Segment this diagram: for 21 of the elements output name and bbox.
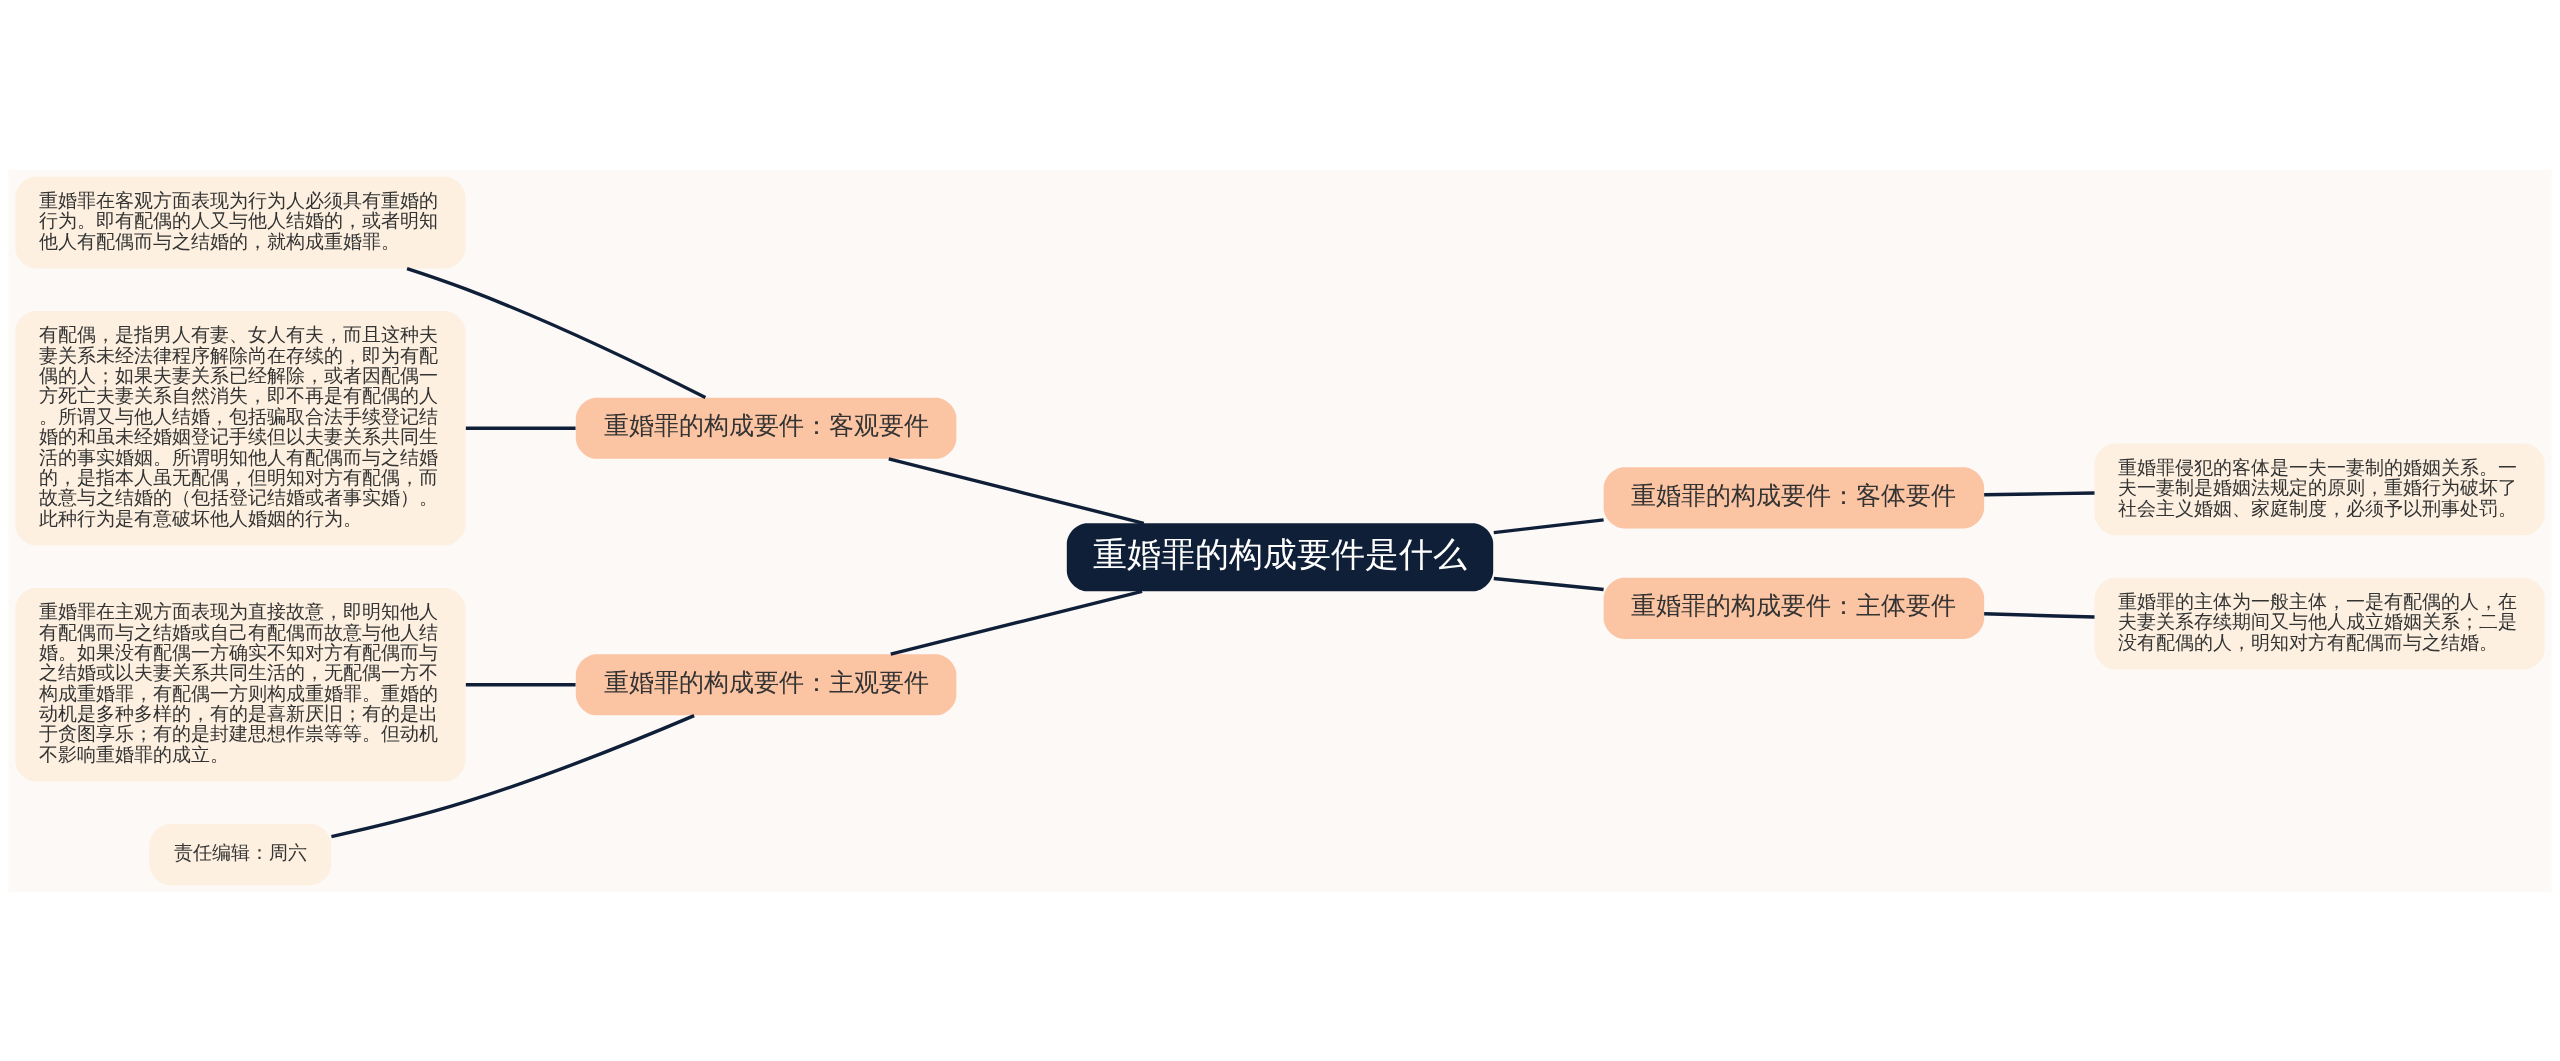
node-box: 有配偶，是指男人有妻、女人有夫，而且这种夫妻关系未经法律程序解除尚在存续的，即为有配偶的人；如果夫妻关系已经解除，或者因配偶一方死亡夫妻关系自然消失，即不再是有配偶的人。所谓又与他人结婚，包括骗取合法手续登记结婚的和虽未经婚姻登记手续但以夫妻关系共同生活的事实婚姻。所谓明知他人有配偶而与之结婚的，是指本人虽无配偶，但明知对方有配偶，而故意与之结婚的（包括登记结婚或者事实婚）。此种行为是有意破坏他人婚姻的行为。 xyxy=(15,310,466,545)
node-box: 重婚罪的构成要件：客体要件 xyxy=(1603,466,1985,528)
connector xyxy=(406,266,707,399)
node-box: 重婚罪在主观方面表现为直接故意，即明知他人有配偶而与之结婚或自己有配偶而故意与他人结婚。如果没有配偶一方确实不知对方有配偶而与之结婚或以夫妻关系共同生活的，无配偶一方不构成重婚罪，有配偶一方则构成重婚罪。重婚的动机是多种多样的，有的是喜新厌旧；有的是出于贪图享乐；有的是封建思想作祟等等。但动机不影响重婚罪的成立。 xyxy=(15,587,466,782)
node-box: 重婚罪的主体为一般主体，一是有配偶的人，在夫妻关系存续期间又与他人成立婚姻关系；二是没有配偶的人，明知对方有配偶而与之结婚。 xyxy=(2094,577,2545,669)
node-box: 重婚罪侵犯的客体是一夫一妻制的婚姻关系。一夫一妻制是婚姻法规定的原则，重婚行为破坏了社会主义婚姻、家庭制度，必须予以刑事处罚。 xyxy=(2094,443,2545,535)
connector xyxy=(1984,611,2095,619)
node-box: 重婚罪的构成要件：主体要件 xyxy=(1603,577,1985,639)
node-box: 重婚罪在客观方面表现为行为人必须具有重婚的行为。即有配偶的人又与他人结婚的，或者明知他人有配偶而与之结婚的，就构成重婚罪。 xyxy=(15,176,466,269)
node-box: 责任编辑：周六 xyxy=(149,823,332,885)
connector xyxy=(465,682,576,686)
connector xyxy=(1493,517,1604,534)
connector xyxy=(331,713,695,838)
connector xyxy=(1984,490,2095,496)
node-box: 重婚罪的构成要件：主观要件 xyxy=(575,653,957,715)
connector xyxy=(1493,576,1604,591)
connector xyxy=(888,456,1145,525)
connector xyxy=(465,426,576,430)
connector xyxy=(890,589,1143,656)
node-box: 重婚罪的构成要件：客观要件 xyxy=(575,397,957,459)
node-box: 重婚罪的构成要件是什么 xyxy=(1066,522,1494,591)
